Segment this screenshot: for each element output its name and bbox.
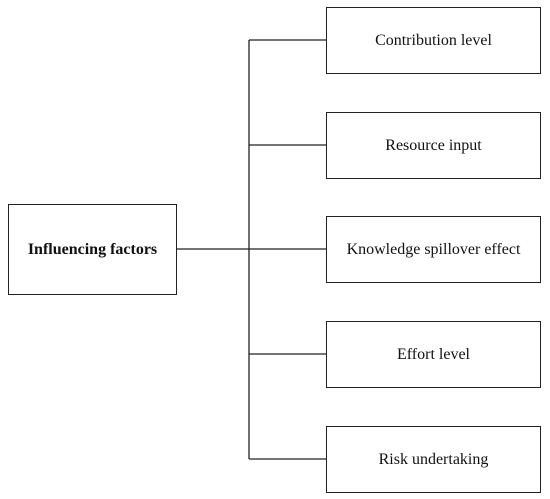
root-node-label: Influencing factors <box>27 240 158 258</box>
factor-node-knowledge-spillover-effect: Knowledge spillover effect <box>326 216 541 283</box>
factor-node-label: Resource input <box>385 136 482 154</box>
factor-node-risk-undertaking: Risk undertaking <box>326 426 541 493</box>
factor-node-effort-level: Effort level <box>326 321 541 388</box>
factor-node-contribution-level: Contribution level <box>326 7 541 74</box>
factor-node-label: Effort level <box>396 345 470 363</box>
factor-node-label: Contribution level <box>375 31 492 49</box>
root-node-influencing-factors: Influencing factors <box>8 204 177 295</box>
factor-node-label: Risk undertaking <box>378 450 489 468</box>
factor-node-label: Knowledge spillover effect <box>346 240 521 258</box>
factor-node-resource-input: Resource input <box>326 112 541 179</box>
